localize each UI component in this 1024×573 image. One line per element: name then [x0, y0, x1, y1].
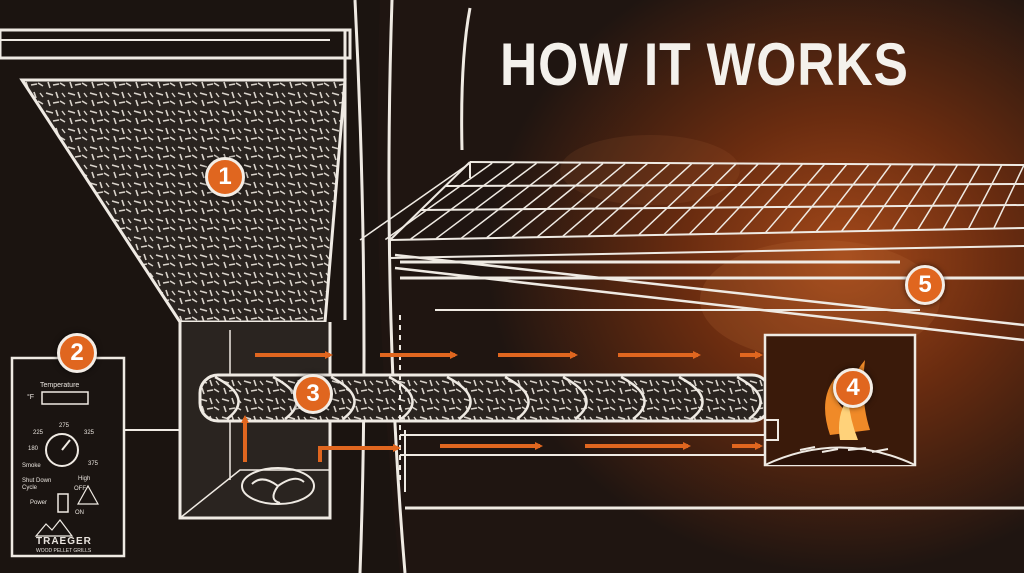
auger-flight	[388, 375, 414, 420]
page-title: HOW IT WORKS	[500, 31, 909, 98]
drip-tray	[394, 253, 1024, 342]
auger-flight	[330, 375, 356, 420]
grate-bar	[486, 162, 582, 239]
grate-bar	[384, 162, 493, 241]
grate-bar	[613, 163, 693, 236]
auger-flight	[214, 375, 240, 420]
digital-controller	[10, 356, 180, 558]
controller-unit: °F	[27, 394, 35, 401]
power-label: Power	[30, 500, 48, 506]
auger	[198, 373, 772, 423]
traeger-logo-icon	[34, 519, 74, 537]
grate-bar	[562, 163, 648, 237]
temperature-dial	[45, 433, 79, 467]
grill-body	[353, 0, 1024, 573]
smoke-cloud	[700, 240, 940, 360]
grate-bar	[359, 162, 471, 241]
step-4-badge: 4	[833, 368, 873, 408]
dial-high-label: High	[78, 476, 91, 482]
dial-smoke-label: Smoke	[22, 463, 41, 469]
grate-bar	[587, 163, 670, 237]
grate-bar	[917, 164, 959, 230]
grate-bar	[511, 162, 604, 238]
hot-rod	[765, 419, 779, 441]
grate-bars	[359, 162, 1024, 241]
grate-bar	[739, 163, 803, 234]
airflow-arrows	[241, 351, 763, 462]
grate-bar	[638, 163, 715, 236]
auger-flight	[446, 375, 472, 420]
switch-off-label: OFF	[74, 486, 86, 492]
dial-tick-225-left: 225	[33, 430, 44, 436]
auger-flight	[620, 375, 646, 420]
auger-flight	[678, 375, 704, 420]
auger-flight	[736, 375, 762, 420]
brand-tagline: WOOD PELLET GRILLS	[36, 548, 92, 554]
controller-temperature-label: Temperature	[40, 382, 80, 389]
grate-bar	[891, 164, 936, 231]
grate-bar	[460, 162, 560, 239]
grate-bar	[765, 163, 826, 233]
grate-bar	[942, 164, 981, 230]
air-tunnel	[399, 309, 920, 492]
shutdown-cycle-label: Shut Down Cycle	[22, 478, 52, 491]
grate-bar	[790, 163, 848, 233]
grate-bar	[841, 164, 892, 232]
switch-on-label: ON	[75, 510, 84, 516]
warning-icon	[76, 484, 100, 505]
dial-tick-180: 180	[28, 446, 39, 452]
step-2-badge: 2	[57, 333, 97, 373]
auger-flight	[504, 375, 530, 420]
grate-bar	[714, 163, 781, 234]
induction-fan	[241, 467, 315, 505]
burning-pellets	[799, 446, 889, 453]
auger-flight	[562, 375, 588, 420]
dial-tick-275: 275	[59, 423, 70, 429]
grate-bar	[815, 163, 870, 232]
temperature-display	[41, 391, 89, 405]
grate-bar	[993, 164, 1024, 229]
step-3-badge: 3	[293, 374, 333, 414]
power-switch	[57, 493, 69, 513]
grate-bar	[537, 162, 626, 238]
grate-bar	[967, 164, 1003, 229]
step-1-badge: 1	[205, 157, 245, 197]
dial-tick-325: 325	[84, 430, 95, 436]
grate-bar	[435, 162, 537, 240]
dial-tick-375: 375	[88, 461, 99, 467]
cooking-grate	[389, 161, 1024, 259]
grate-bar	[663, 163, 737, 235]
grate-bar	[866, 164, 914, 231]
brand-name: TRAEGER	[36, 536, 92, 547]
step-5-badge: 5	[905, 265, 945, 305]
grate-bar	[689, 163, 759, 235]
smoke-cloud-upper	[560, 135, 740, 205]
grate-bar	[410, 162, 515, 240]
